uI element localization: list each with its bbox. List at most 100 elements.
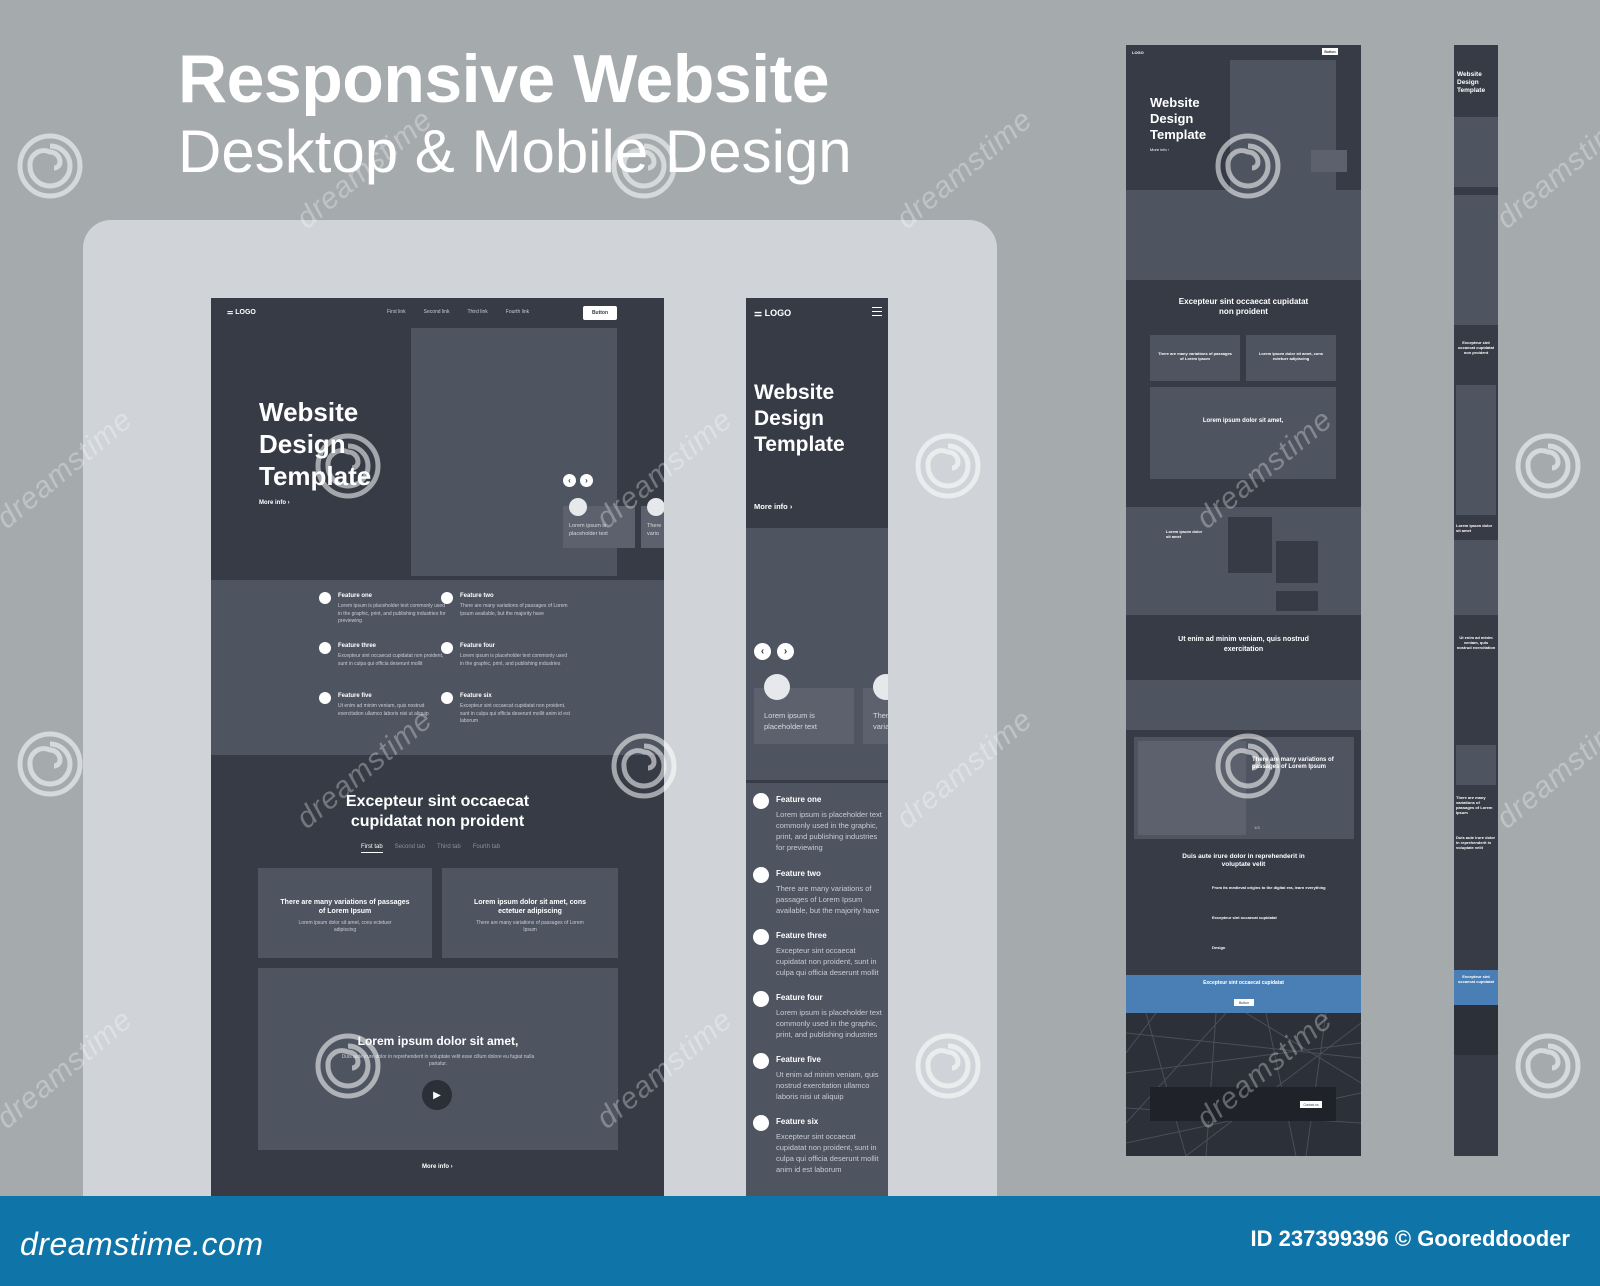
- desktop-nav-links: First link Second link Third link Fourth…: [387, 309, 529, 315]
- skinny-slide-img: [1456, 745, 1496, 785]
- nav-link-second[interactable]: Second link: [423, 309, 450, 315]
- nav-button[interactable]: Button: [583, 306, 617, 320]
- slider-avatar: [647, 498, 664, 516]
- full-page-thumbnail: LOGO Button Website Design Template More…: [1126, 45, 1361, 1156]
- feature-desc: Excepteur sint occaecat cupidatat non pr…: [776, 1132, 879, 1174]
- feature-title: Feature one: [776, 795, 822, 804]
- feature-title: Feature three: [776, 931, 827, 940]
- skinny-hero-image: [1454, 117, 1498, 187]
- desktop-logo[interactable]: ⚌ LOGO: [227, 309, 256, 316]
- slider-card-text: Lorem ipsum is placeholder text: [764, 711, 817, 731]
- feature-title: Feature five: [338, 693, 372, 699]
- thumb-map: Contact us: [1126, 1012, 1361, 1156]
- tab-second[interactable]: Second tab: [394, 844, 426, 850]
- feature-icon: [753, 991, 769, 1007]
- watermark-text: dreamstime: [1490, 702, 1600, 836]
- feature-title: Feature five: [776, 1055, 821, 1064]
- feature-desc: Ut enim ad minim veniam, quis nostrud ex…: [338, 703, 429, 717]
- thumb-list-img: [1182, 913, 1206, 935]
- headline-block: Responsive Website Desktop & Mobile Desi…: [178, 42, 852, 185]
- watermark-spiral-icon: [315, 1033, 381, 1099]
- tab-card-desc: There are many variations of passages of…: [476, 920, 584, 933]
- play-icon[interactable]: ▶: [422, 1080, 452, 1110]
- slider-prev-button[interactable]: ‹: [563, 474, 576, 487]
- feature-desc: Ut enim ad minim veniam, quis nostrud ex…: [776, 1070, 879, 1101]
- thumb-video-title: Lorem ipsum dolor sit amet,: [1202, 418, 1284, 424]
- watermark-spiral-icon: [17, 731, 83, 797]
- tab-fourth[interactable]: Fourth tab: [472, 844, 501, 850]
- thumb-gallery: Lorem ipsum dolor sit amet: [1126, 507, 1361, 615]
- slider-next-button[interactable]: ›: [580, 474, 593, 487]
- feature-title: Feature six: [460, 693, 492, 699]
- skinny-slide-title: There are many variations of passages of…: [1456, 795, 1493, 815]
- thumb-text-block: [1126, 680, 1361, 730]
- hero-more-info-link[interactable]: More info ›: [259, 500, 290, 506]
- nav-link-fourth[interactable]: Fourth link: [505, 309, 530, 315]
- watermark-spiral-icon: [611, 133, 677, 199]
- thumb-more-info: More info ›: [1150, 147, 1170, 152]
- slider-card-text: There varia: [873, 711, 888, 731]
- tab-card-title: Lorem ipsum dolor sit amet, cons ectetue…: [473, 899, 587, 915]
- mobile-more-info-link[interactable]: More info ›: [754, 502, 793, 511]
- slider-next-button[interactable]: ›: [777, 643, 794, 660]
- thumb-hero-title: Website Design Template: [1150, 95, 1207, 142]
- mobile-hero-image: ‹ › Lorem ipsum is placeholder text Ther…: [746, 528, 888, 780]
- skinny-gallery: [1454, 540, 1498, 615]
- feature-icon: [753, 929, 769, 945]
- tab-card-title: There are many variations of passages of…: [280, 899, 410, 915]
- slider-card-text: Lorem ipsum is placeholder text: [569, 523, 608, 537]
- watermark-text: dreamstime: [1490, 102, 1600, 236]
- hamburger-menu-icon[interactable]: [872, 307, 882, 319]
- thumb-logo: LOGO: [1132, 50, 1144, 55]
- feature-icon: [319, 592, 331, 604]
- mobile-logo[interactable]: ⚌ LOGO: [754, 308, 792, 318]
- feature-icon: [753, 867, 769, 883]
- mobile-slider-card[interactable]: There varia: [863, 674, 888, 744]
- watermark-spiral-icon: [1515, 433, 1581, 499]
- tab-third[interactable]: Third tab: [437, 844, 461, 850]
- headline-subtitle: Desktop & Mobile Design: [178, 117, 852, 185]
- mobile-mockup: ⚌ LOGO Website Design Template More info…: [746, 298, 888, 1196]
- thumb-nav-button[interactable]: Button: [1322, 48, 1338, 55]
- map-streets-graphic: [1126, 1012, 1361, 1156]
- watermark-spiral-icon: [1215, 133, 1281, 199]
- slider-card[interactable]: Lorem ipsum is placeholder text: [563, 498, 635, 548]
- watermark-spiral-icon: [611, 733, 677, 799]
- watermark-spiral-icon: [915, 1033, 981, 1099]
- watermark-spiral-icon: [1515, 1033, 1581, 1099]
- thumb-contact-button[interactable]: Contact us: [1300, 1101, 1322, 1108]
- thumb-list-title: Excepteur sint occaecat cupidatat: [1212, 915, 1277, 920]
- watermark-text: dreamstime: [890, 102, 1039, 236]
- tab-content-card: Lorem ipsum dolor sit amet, cons ectetue…: [442, 868, 618, 958]
- skinny-cta-title: Excepteur sint occaecat cupidatat: [1457, 974, 1494, 984]
- nav-link-third[interactable]: Third link: [467, 309, 488, 315]
- feature-title: Feature two: [776, 869, 821, 878]
- thumb-cta-button[interactable]: Button: [1234, 999, 1254, 1006]
- footer-logo[interactable]: dreamstime.com: [20, 1226, 264, 1262]
- feature-icon: [441, 692, 453, 704]
- thumb-gallery-img: [1228, 517, 1272, 573]
- tab-first[interactable]: First tab: [361, 844, 383, 853]
- thumb-slide-title: There are many variations of passages of…: [1252, 757, 1334, 770]
- slider-prev-button[interactable]: ‹: [754, 643, 771, 660]
- feature-desc: Lorem ipsum is placeholder text commonly…: [460, 653, 567, 667]
- mobile-hero-title: Website Design Template: [754, 381, 845, 456]
- feature-desc: Lorem ipsum is placeholder text commonly…: [338, 603, 446, 624]
- slider-card[interactable]: There vario: [641, 498, 664, 548]
- feature-icon: [753, 1115, 769, 1131]
- tab-card-desc: Lorem ipsum dolor sit amet, cons ectetue…: [298, 920, 392, 933]
- mobile-full-page-thumbnail: Website Design Template Excepteur sint o…: [1454, 45, 1498, 1156]
- skinny-section-title: Excepteur sint occaecat cupidatat non pr…: [1457, 340, 1494, 355]
- nav-link-first[interactable]: First link: [387, 309, 406, 315]
- thumb-list-title: Design: [1212, 945, 1226, 950]
- feature-icon: [753, 1053, 769, 1069]
- thumb-gallery-title: Lorem ipsum dolor sit amet: [1166, 529, 1203, 539]
- skinny-section-title: Duis aute irure dolor in reprehenderit i…: [1456, 835, 1496, 850]
- watermark-spiral-icon: [17, 133, 83, 199]
- skinny-gallery-title: Lorem ipsum dolor sit amet: [1456, 523, 1493, 533]
- thumb-slider-card: [1311, 150, 1347, 172]
- video-more-info-link[interactable]: More info ›: [422, 1164, 453, 1170]
- mobile-slider-card[interactable]: Lorem ipsum is placeholder text: [754, 674, 854, 744]
- video-title: Lorem ipsum dolor sit amet,: [357, 1034, 519, 1048]
- feature-title: Feature one: [338, 593, 373, 599]
